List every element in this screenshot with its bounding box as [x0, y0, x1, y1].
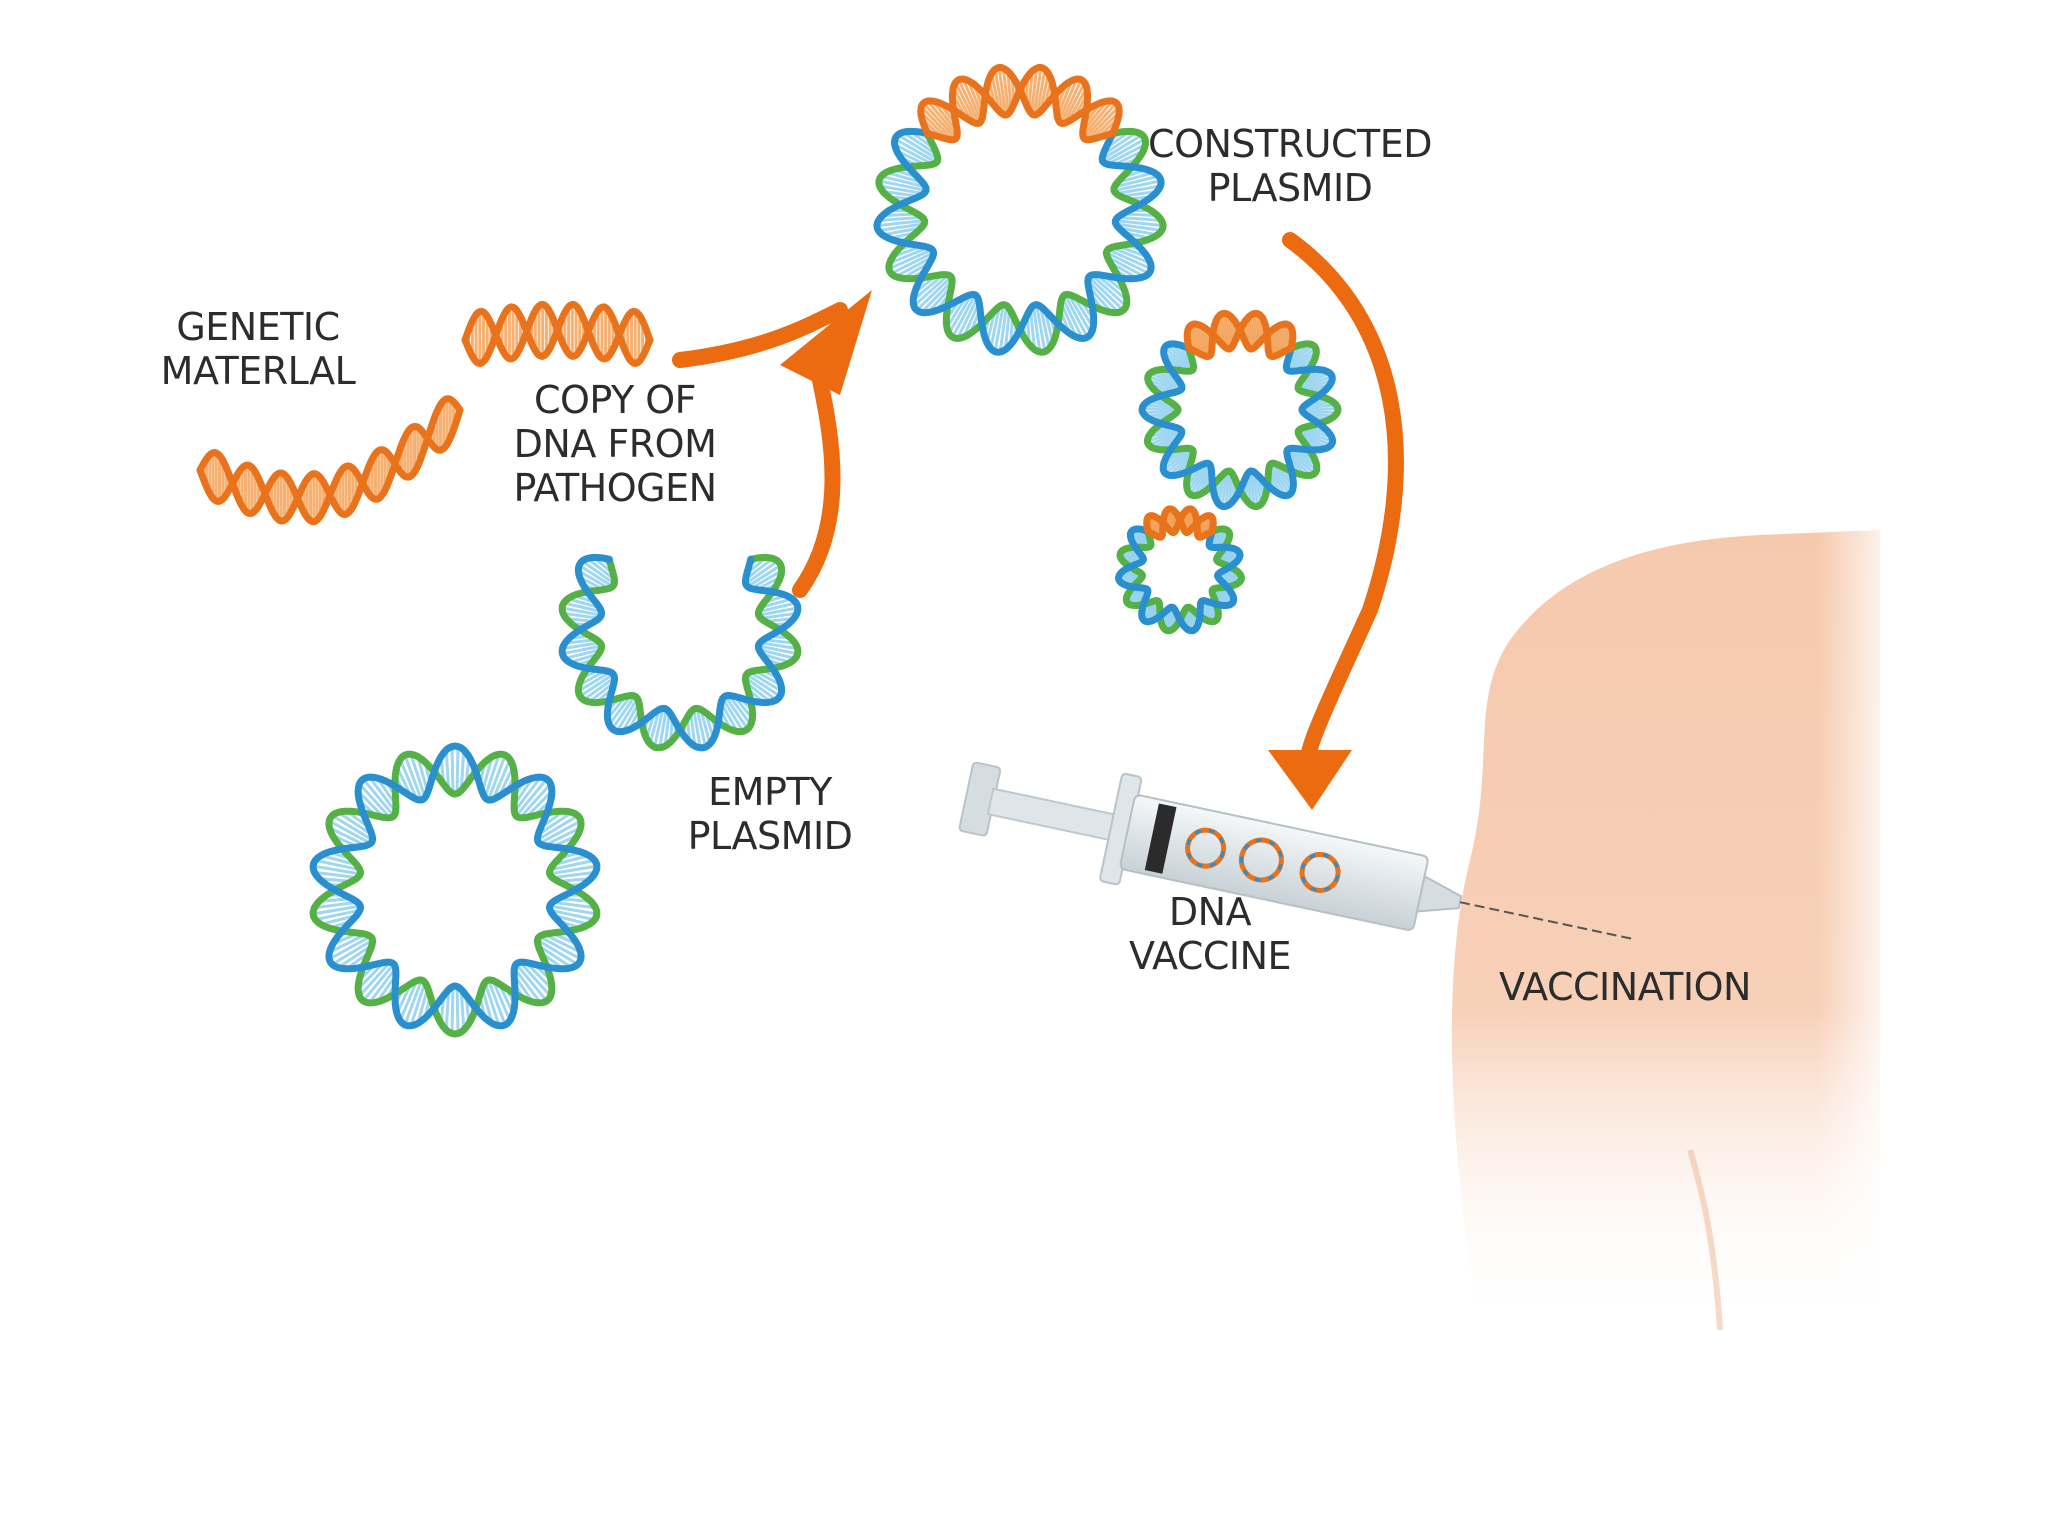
plasmid-ring-icon	[877, 68, 1163, 353]
label-vaccination: VACCINATION	[1480, 965, 1770, 1009]
dna-strand-icon	[465, 304, 650, 363]
label-empty-plasmid: EMPTY PLASMID	[670, 770, 870, 858]
label-genetic-material: GENETIC MATERLAL	[148, 305, 368, 393]
plasmid-ring-icon	[1142, 313, 1338, 506]
arrow-head-top	[780, 290, 872, 395]
label-copy-of-dna: COPY OF DNA FROM PATHOGEN	[500, 378, 730, 510]
plasmid-ring-icon	[313, 746, 597, 1034]
dna-strand-icon	[200, 399, 460, 522]
arm-silhouette-icon	[1440, 520, 1900, 1350]
plasmid-ring-icon	[562, 557, 798, 747]
label-dna-vaccine: DNA VACCINE	[1110, 890, 1310, 978]
arrow-empty-to-constructed	[800, 380, 833, 590]
plasmid-ring-icon	[1119, 509, 1242, 631]
label-constructed-plasmid: CONSTRUCTED PLASMID	[1145, 122, 1435, 210]
